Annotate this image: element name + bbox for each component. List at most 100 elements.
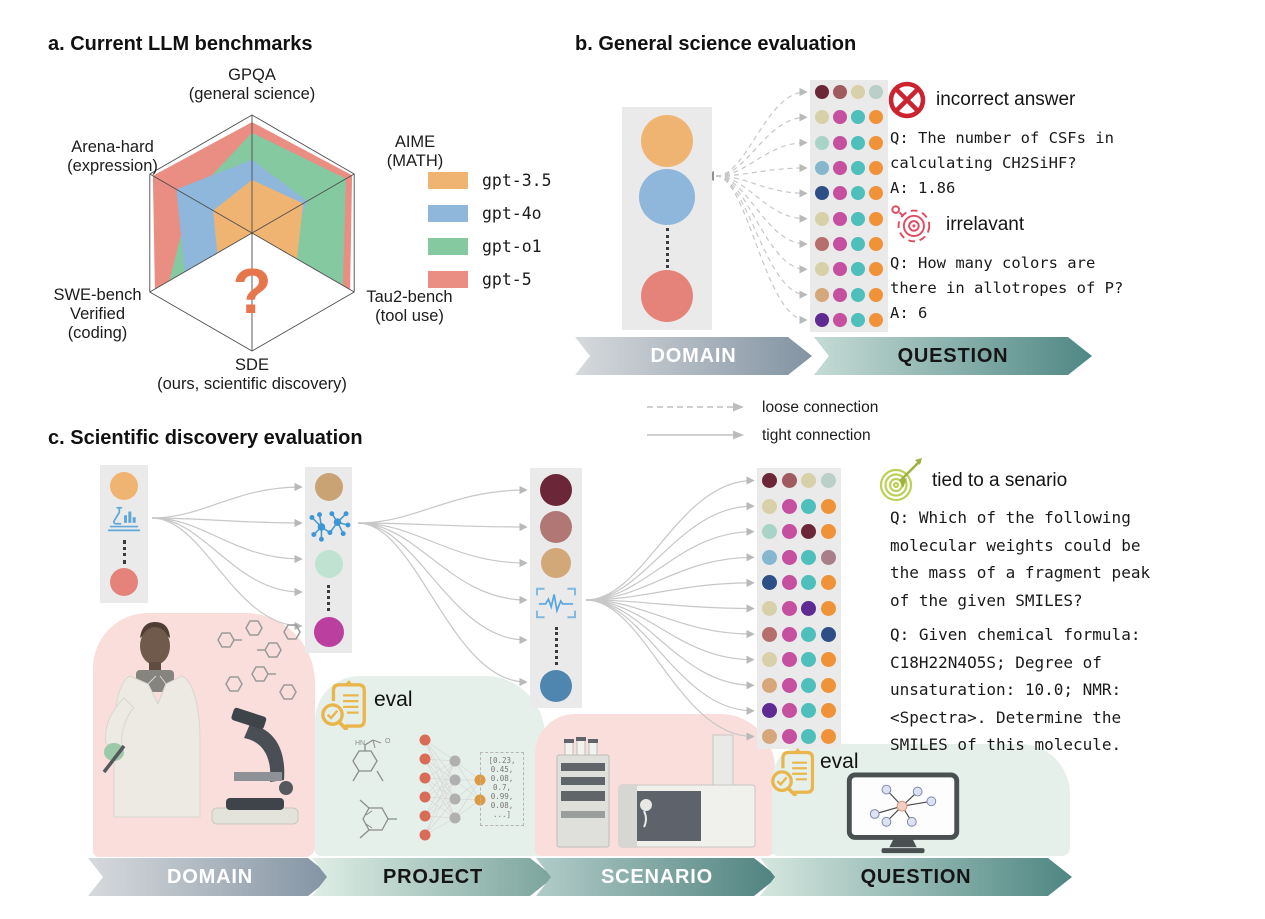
loose-connection-arrow (645, 401, 749, 413)
spectrum-icon (533, 584, 579, 622)
axis-label-tau2: Tau2-bench (tool use) (366, 288, 453, 325)
question-dot (781, 652, 797, 668)
panel-b-title: b. General science evaluation (575, 33, 857, 55)
question-dot (820, 524, 836, 540)
question-dot (869, 211, 883, 226)
question-dot (820, 498, 836, 514)
question-dot (781, 677, 797, 693)
question-dot (762, 575, 777, 591)
question-dot-row (762, 728, 836, 744)
question-dot (801, 626, 817, 642)
question-dot (833, 287, 847, 302)
question-dot (869, 262, 883, 277)
scientist-illustration (100, 612, 315, 857)
question-dot (801, 549, 817, 565)
legend-label: gpt-o1 (482, 237, 542, 256)
question-dot (833, 160, 847, 175)
question-dot-row (762, 524, 836, 540)
question-dot (869, 160, 883, 175)
question-dot (801, 498, 817, 514)
axis-label-arena: Arena-hard (expression) (67, 138, 158, 175)
question-dot (781, 524, 797, 540)
question-dot (833, 312, 847, 327)
question-text-b2: Q: How many colors are there in allotrop… (890, 254, 1124, 322)
legend-item: gpt-4o (428, 197, 552, 230)
ellipsis-dots (122, 540, 126, 564)
molecule-network-icon (307, 508, 351, 544)
question-banner-c: QUESTION (760, 858, 1072, 896)
neural-network-illustration (419, 734, 486, 841)
irrelevant-label: irrelavant (946, 214, 1025, 235)
question-dot (869, 312, 883, 327)
question-dot-row (762, 473, 836, 488)
question-dot-row (762, 575, 836, 591)
question-dot (851, 186, 865, 201)
question-dot (833, 262, 847, 277)
question-dot (820, 549, 836, 565)
question-dot (762, 626, 777, 642)
question-dot-row (815, 312, 883, 327)
question-dot (801, 652, 817, 668)
tight-connection-label: tight connection (762, 427, 871, 444)
incorrect-answer-label: incorrect answer (936, 89, 1076, 110)
question-dot (801, 473, 817, 488)
legend-item: gpt-o1 (428, 230, 552, 263)
question-dot (833, 211, 847, 226)
question-dot-row (815, 287, 883, 302)
question-dot (833, 186, 847, 201)
question-dot-row (815, 211, 883, 226)
question-eval-label: eval (820, 750, 859, 773)
microscope-icon (211, 707, 299, 825)
question-dot (869, 186, 883, 201)
irrelevant-target-icon (888, 200, 936, 248)
tight-connection-arrow (645, 429, 749, 441)
question-dot (762, 498, 777, 514)
panel-c-title: c. Scientific discovery evaluation (48, 427, 363, 449)
project-eval-label: eval (374, 688, 413, 711)
question-dot-row (762, 498, 836, 514)
question-dot (820, 703, 836, 719)
question-text-b1: Q: The number of CSFs in calculating CH2… (890, 129, 1114, 197)
incorrect-icon (886, 79, 928, 121)
question-dot-row (815, 186, 883, 201)
panel-a-title: a. Current LLM benchmarks (48, 33, 313, 55)
target-dart-icon (872, 456, 924, 508)
question-dot (781, 549, 797, 565)
project-banner-c: PROJECT (312, 858, 554, 896)
domain-column-b (622, 107, 712, 330)
legend-item: gpt-5 (428, 263, 552, 296)
question-dot-row (762, 600, 836, 616)
project-circle (314, 550, 343, 578)
question-grid-c (757, 468, 841, 749)
question-dot (851, 287, 865, 302)
sde-question-mark: ? (232, 255, 272, 327)
question-dot (869, 135, 883, 150)
question-dot (762, 652, 777, 668)
mass-spectrometer-icon (618, 734, 756, 848)
question-dot (781, 626, 797, 642)
question-dot (762, 549, 777, 565)
svg-text:HN: HN (355, 740, 365, 747)
question-banner-b: QUESTION (814, 337, 1092, 375)
question-dot (801, 728, 817, 744)
question-dot (762, 600, 777, 616)
ellipsis-dots (327, 584, 330, 611)
legend-item: gpt-3.5 (428, 164, 552, 197)
question-dot-row (762, 652, 836, 668)
question-dot (851, 85, 865, 99)
question-dot (781, 498, 797, 514)
scenario-circle (541, 548, 571, 579)
axis-label-gpqa: GPQA (general science) (188, 66, 316, 103)
question-dot (820, 626, 836, 642)
question-dot-row (815, 160, 883, 175)
question-dot (815, 110, 829, 125)
question-dot (833, 85, 847, 99)
ellipsis-dots (554, 626, 558, 665)
chemical-structure-sketch: HN O (325, 735, 415, 853)
ellipsis-dots (665, 227, 669, 268)
question-dot (801, 575, 817, 591)
question-text-c1: Q: Which of the following molecular weig… (890, 508, 1151, 610)
legend-swatch (428, 238, 468, 255)
question-dot (833, 110, 847, 125)
